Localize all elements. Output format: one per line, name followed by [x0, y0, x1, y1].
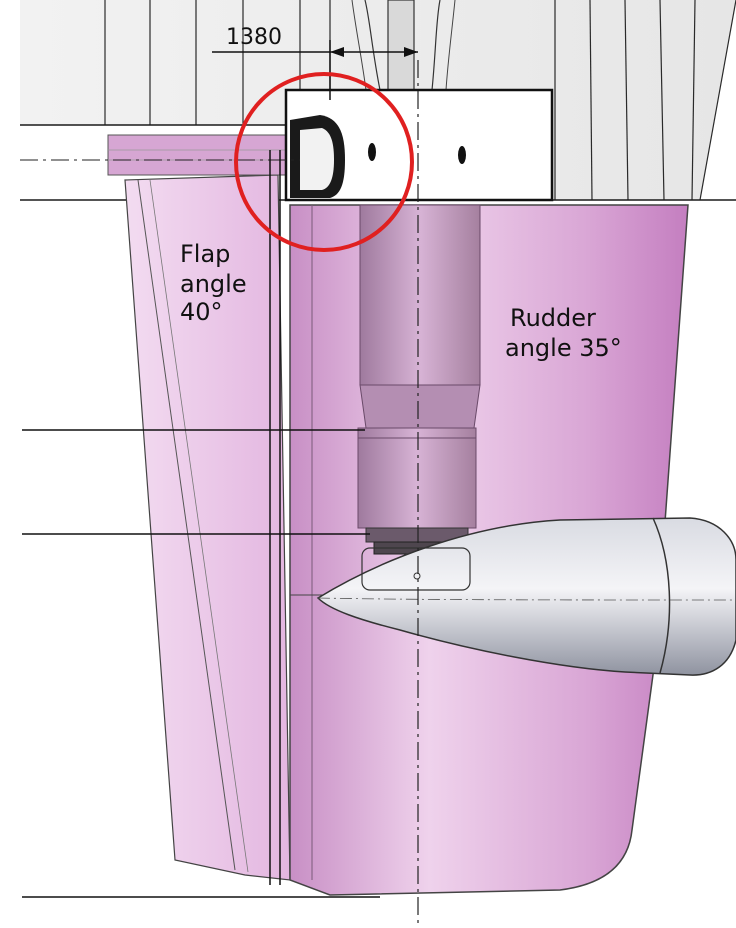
- costa-bulb: [316, 517, 736, 676]
- highlight-circle: [234, 72, 414, 252]
- dimension-value: 1380: [226, 25, 282, 50]
- flap-label-line-3: 40°: [180, 298, 223, 326]
- rudder-angle-label: Rudder angle 35°: [505, 304, 622, 362]
- rudder-label-line-1: Rudder: [510, 304, 596, 332]
- flap-label-line-1: Flap: [180, 240, 230, 268]
- dimension-1380: 1380: [212, 25, 418, 100]
- steering-housing: [284, 88, 554, 202]
- rudder-stock: [357, 204, 481, 555]
- flap-angle-label: Flap angle 40°: [180, 240, 254, 326]
- flap-label-line-2: angle: [180, 270, 247, 298]
- reference-lines: [22, 150, 380, 898]
- rudder-label-line-2: angle 35°: [505, 334, 622, 362]
- flap: [107, 134, 294, 881]
